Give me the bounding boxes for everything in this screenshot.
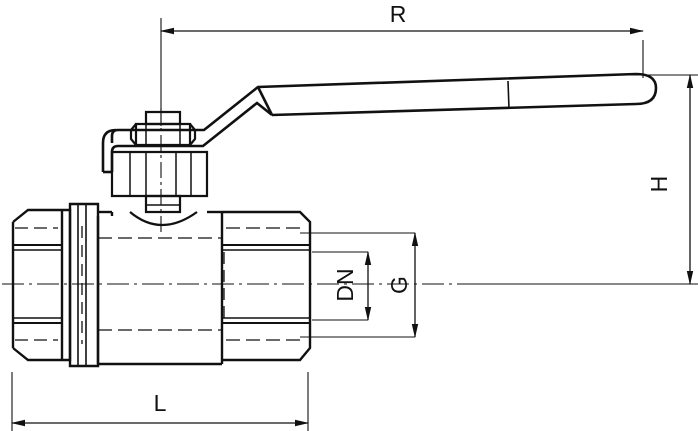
dimension-label-DN: DN	[332, 268, 358, 301]
left-female-thread-end	[11, 208, 64, 362]
dimension-G	[300, 232, 419, 338]
union-nut	[62, 202, 100, 368]
dimension-R	[160, 18, 644, 126]
dimension-label-G: G	[386, 276, 412, 294]
right-female-thread-end	[222, 210, 312, 362]
valve-body	[96, 210, 224, 366]
gland-nut	[110, 150, 209, 214]
dimension-label-R: R	[390, 1, 407, 27]
dimension-L	[11, 372, 309, 431]
dimension-label-L: L	[154, 390, 167, 416]
dimension-DN	[312, 251, 372, 321]
stem-nut	[129, 110, 197, 147]
dimension-label-H: H	[646, 176, 672, 193]
